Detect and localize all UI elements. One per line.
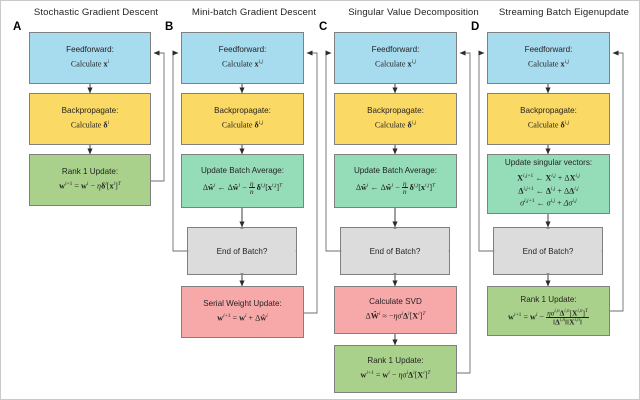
panel-title-d: Streaming Batch Eigenupdate <box>498 7 630 18</box>
node-c-rank1-title: Rank 1 Update: <box>367 356 424 366</box>
node-b-feedforward-formula: Calculate xi,j <box>221 59 264 69</box>
node-d-end-of-batch-label: End of Batch? <box>522 246 574 256</box>
node-c-calculate-svd[interactable]: Calculate SVD ΔŴi ≈ −ησiΔi[Xi]T <box>334 286 457 334</box>
node-d-singular-title: Update singular vectors: <box>504 158 593 168</box>
node-d-end-of-batch[interactable]: End of Batch? <box>493 227 603 275</box>
node-a-feedforward-title: Feedforward: <box>66 45 114 55</box>
panel-letter-a: A <box>13 21 22 33</box>
node-a-feedforward[interactable]: Feedforward: Calculate xi <box>29 32 151 84</box>
node-d-rank1-formula: wi+1 = wi − ησi,nΔi,n[Xi,n]T ‖Δi,n‖‖Xi,n… <box>508 308 589 327</box>
panel-letter-c: C <box>319 21 328 33</box>
node-c-backpropagate-title: Backpropagate: <box>367 106 424 116</box>
node-d-feedforward-title: Feedforward: <box>524 45 573 55</box>
node-b-backpropagate-formula: Calculate δi,j <box>221 120 264 130</box>
node-b-end-of-batch[interactable]: End of Batch? <box>187 227 297 275</box>
node-a-backpropagate[interactable]: Backpropagate: Calculate δi <box>29 93 151 145</box>
panel-letter-d: D <box>471 21 480 33</box>
node-b-serial-title: Serial Weight Update: <box>203 299 282 309</box>
panel-title-b: Mini-batch Gradient Descent <box>191 7 317 18</box>
node-c-rank-1-update[interactable]: Rank 1 Update: wi+1 = wi − ησiΔi[Xi]T <box>334 345 457 393</box>
node-c-feedforward-formula: Calculate xi,j <box>374 59 417 69</box>
node-b-batchavg-title: Update Batch Average: <box>200 165 285 175</box>
node-d-feedforward-formula: Calculate xi,j <box>527 59 570 69</box>
node-c-end-of-batch-label: End of Batch? <box>369 246 421 256</box>
node-a-rank1-title: Rank 1 Update: <box>61 167 119 177</box>
node-c-backpropagate[interactable]: Backpropagate: Calculate δi,j <box>334 93 457 145</box>
node-d-rank-1-update[interactable]: Rank 1 Update: wi+1 = wi − ησi,nΔi,n[Xi,… <box>487 286 610 336</box>
node-d-singular-formula: Xi,j+1 ← Xi,j + ΔXi,j Δi,j+1 ← Δi,j + ΔΔ… <box>517 173 580 208</box>
node-d-backpropagate-title: Backpropagate: <box>520 106 577 116</box>
node-d-rank1-title: Rank 1 Update: <box>520 295 577 305</box>
node-c-batchavg-title: Update Batch Average: <box>353 165 438 175</box>
node-b-end-of-batch-label: End of Batch? <box>216 246 268 256</box>
node-a-feedforward-formula: Calculate xi <box>70 59 110 69</box>
node-d-backpropagate[interactable]: Backpropagate: Calculate δi,j <box>487 93 610 145</box>
node-a-rank-1-update[interactable]: Rank 1 Update: wi+1 = wi − ηδi[xi]T <box>29 154 151 206</box>
node-b-backpropagate[interactable]: Backpropagate: Calculate δi,j <box>181 93 304 145</box>
node-b-feedforward[interactable]: Feedforward: Calculate xi,j <box>181 32 304 84</box>
node-a-rank1-formula: wi+1 = wi − ηδi[xi]T <box>59 181 121 191</box>
node-a-backpropagate-title: Backpropagate: <box>61 106 119 116</box>
node-b-serial-formula: wi+1 = wi + Δŵi <box>217 313 268 323</box>
node-a-backpropagate-formula: Calculate δi <box>70 120 110 130</box>
node-c-backpropagate-formula: Calculate δi,j <box>374 120 417 130</box>
node-d-feedforward[interactable]: Feedforward: Calculate xi,j <box>487 32 610 84</box>
node-c-end-of-batch[interactable]: End of Batch? <box>340 227 450 275</box>
panel-title-a: Stochastic Gradient Descent <box>33 7 159 18</box>
panel-title-c: Singular Value Decomposition <box>348 7 479 18</box>
node-c-feedforward-title: Feedforward: <box>371 45 420 55</box>
node-c-svd-title: Calculate SVD <box>369 297 422 307</box>
node-b-backpropagate-title: Backpropagate: <box>214 106 271 116</box>
node-c-feedforward[interactable]: Feedforward: Calculate xi,j <box>334 32 457 84</box>
node-b-serial-weight-update[interactable]: Serial Weight Update: wi+1 = wi + Δŵi <box>181 286 304 338</box>
panel-letter-b: B <box>165 21 174 33</box>
node-b-feedforward-title: Feedforward: <box>218 45 267 55</box>
node-d-update-singular-vectors[interactable]: Update singular vectors: Xi,j+1 ← Xi,j +… <box>487 154 610 214</box>
node-c-rank1-formula: wi+1 = wi − ησiΔi[Xi]T <box>360 370 431 380</box>
node-c-svd-formula: ΔŴi ≈ −ησiΔi[Xi]T <box>365 311 426 321</box>
node-d-backpropagate-formula: Calculate δi,j <box>527 120 570 130</box>
